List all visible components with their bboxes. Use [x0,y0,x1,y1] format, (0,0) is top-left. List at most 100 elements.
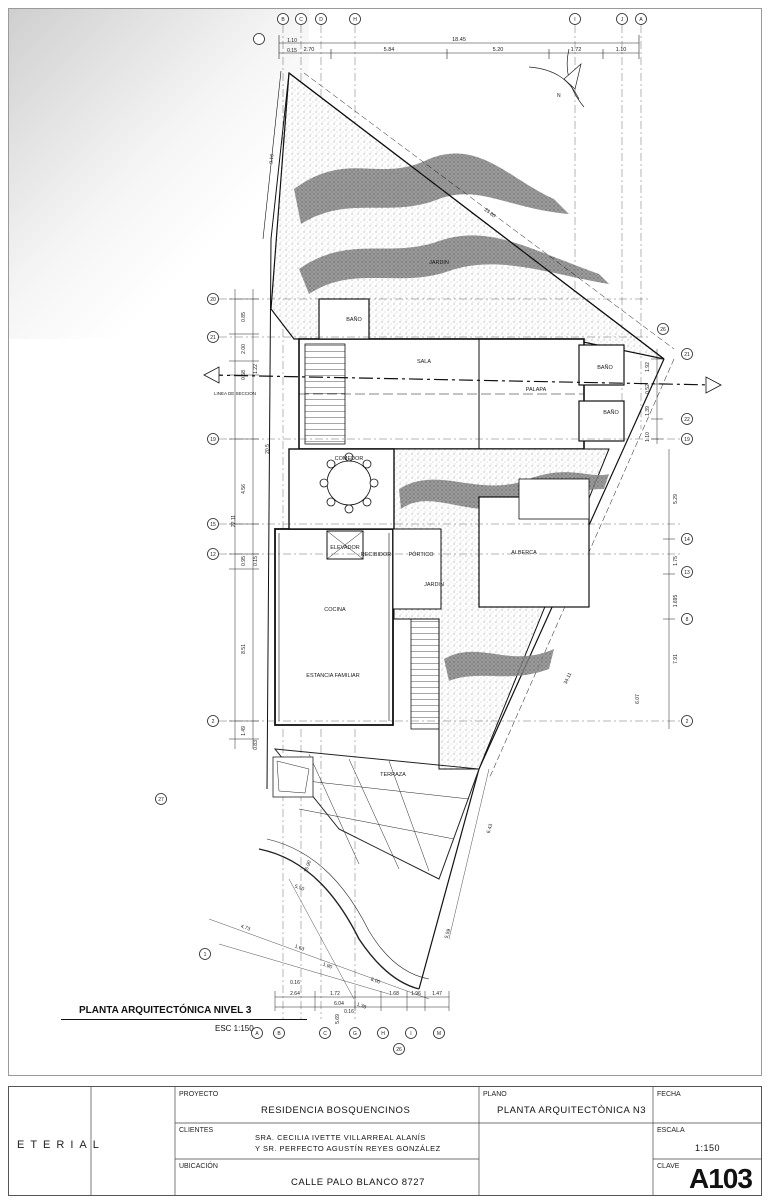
dim-left-7: 0.95 [241,556,247,566]
dim-diag-4: 6.43 [486,823,495,834]
right-axis-markers [657,323,693,727]
drawing-sheet: 18.45 2.70 5.84 5.20 1.72 1.10 1.10 0.15… [8,8,762,1076]
dim-left-4: 0.58 [241,370,247,380]
dim-right-9: 6.07 [635,694,641,704]
dim-right-7: 1.695 [673,595,679,608]
axis-left-9: 26 [396,1047,402,1053]
bottom-dimension-chain [274,991,450,1011]
label-scale: ESCALA [657,1127,685,1134]
room-sala: SALA [417,359,431,365]
dim-right-2: 0.52 [645,384,651,394]
room-portico: PÓRTICO [409,551,435,558]
axis-top-4: H [353,17,357,23]
axis-right-7: 2 [686,719,689,725]
grid-axes-horizontal [219,298,681,722]
upper-building [298,298,625,450]
axis-bottom-2: B [277,1031,281,1037]
brand-logo: ETERIAL [17,1139,105,1151]
axis-right-2: 22 [684,417,690,423]
dim-left-11: 0.83 [253,740,259,750]
label-project: PROYECTO [179,1091,219,1098]
dim-bottom-3: 6.04 [334,1001,344,1007]
dim-right-3: 1.39 [645,406,651,416]
dim-left-10: 1.49 [241,726,247,736]
sheet-shadow [9,9,309,339]
drawing-title-underline [61,1019,307,1020]
axis-right-8: 26 [660,327,666,333]
axis-bottom-7: M [437,1031,441,1037]
dim-right-8: 7.91 [673,654,679,664]
room-cocina: COCINA [324,607,346,613]
axis-left-3: 19 [210,437,216,443]
dim-right-6: 1.75 [673,556,679,566]
dim-diag-12: 15.90 [303,860,313,874]
dim-left-3: 1.22 [253,364,259,374]
label-clients: CLIENTES [179,1127,214,1134]
sheet-code: A103 [689,1163,753,1194]
dim-diag-2: 23.80 [483,207,497,219]
dim-left-1: 0.85 [241,312,247,322]
dim-bottom-4: 1.72 [330,991,340,997]
axis-right-1: 21 [684,352,690,358]
axis-right-6: 8 [686,617,689,623]
floor-plan: 18.45 2.70 5.84 5.20 1.72 1.10 1.10 0.15… [155,13,722,1055]
axis-left-7: 27 [158,797,164,803]
terrace-area [258,748,480,990]
dim-right-5: 5.29 [673,494,679,504]
section-line [203,366,722,394]
dim-left-total: 22.11 [231,515,237,527]
label-plan: PLANO [483,1091,507,1098]
right-dimension-chain [651,349,675,729]
dim-left-6: 4.56 [241,484,247,494]
dim-diag-13: 5.69 [335,1014,341,1024]
room-comedor: COMEDOR [335,456,364,462]
dim-left-8: 0.15 [253,556,259,566]
dining-table [319,452,379,514]
dim-diag-1: 9.16 [269,154,276,165]
location-value: CALLE PALO BLANCO 8727 [291,1177,425,1188]
client-line-2: Y SR. PERFECTO AGUSTÍN REYES GONZÁLEZ [255,1144,441,1153]
north-arrow-icon [528,48,585,108]
room-recibidor: RECIBIDOR [361,552,392,558]
axis-left-4: 15 [210,522,216,528]
axis-top-7: A [639,17,643,23]
axis-top-1: B [281,17,285,23]
room-bano-2: BAÑO [597,364,613,371]
room-terraza: TERRAZA [380,772,406,778]
dim-left-9: 8.51 [241,644,247,654]
dim-top-3: 5.20 [493,47,504,53]
dim-bottom-2: 0.16 [290,980,300,986]
axis-left-2: 21 [210,335,216,341]
dim-bottom-8: 0.16 [344,1009,354,1015]
dim-top-1: 2.70 [304,47,315,53]
axis-left-1: 20 [210,297,216,303]
room-jardin-top: JARDIN [429,260,449,266]
dim-diag-8: 1.90 [322,962,333,971]
axis-bottom-3: C [323,1031,327,1037]
axis-left-5: 12 [210,552,216,558]
top-dimension-chain [278,35,640,59]
axis-left-6: 2 [212,719,215,725]
axis-right-3: 19 [684,437,690,443]
dim-right-4: 1.10 [645,432,651,442]
dim-bottom-7: 1.47 [432,991,442,997]
axis-top-6: J [621,17,624,23]
axis-left-8: 1 [204,952,207,958]
axis-right-5: 13 [684,570,690,576]
label-location: UBICACIÓN [179,1163,218,1170]
dim-diag-9: 5.50 [294,884,305,893]
axis-bottom-1: A [255,1031,259,1037]
north-label: N [557,93,561,99]
axis-top-2: C [299,17,303,23]
dim-top-2: 5.84 [384,47,395,53]
top-axis-markers [253,13,647,45]
axis-bottom-4: G [353,1031,357,1037]
scale-value: 1:150 [695,1143,721,1153]
dim-left-5: 20.5 [265,444,271,454]
axis-top-5: I [574,17,575,23]
dim-bottom-5: 1.68 [389,991,399,997]
dim-diag-10: 1.38 [356,1002,367,1011]
dim-top-total: 18.45 [452,37,466,43]
drawing-title: PLANTA ARQUITECTÓNICA NIVEL 3 [79,1005,252,1016]
dim-diag-6: 5.59 [444,928,453,939]
